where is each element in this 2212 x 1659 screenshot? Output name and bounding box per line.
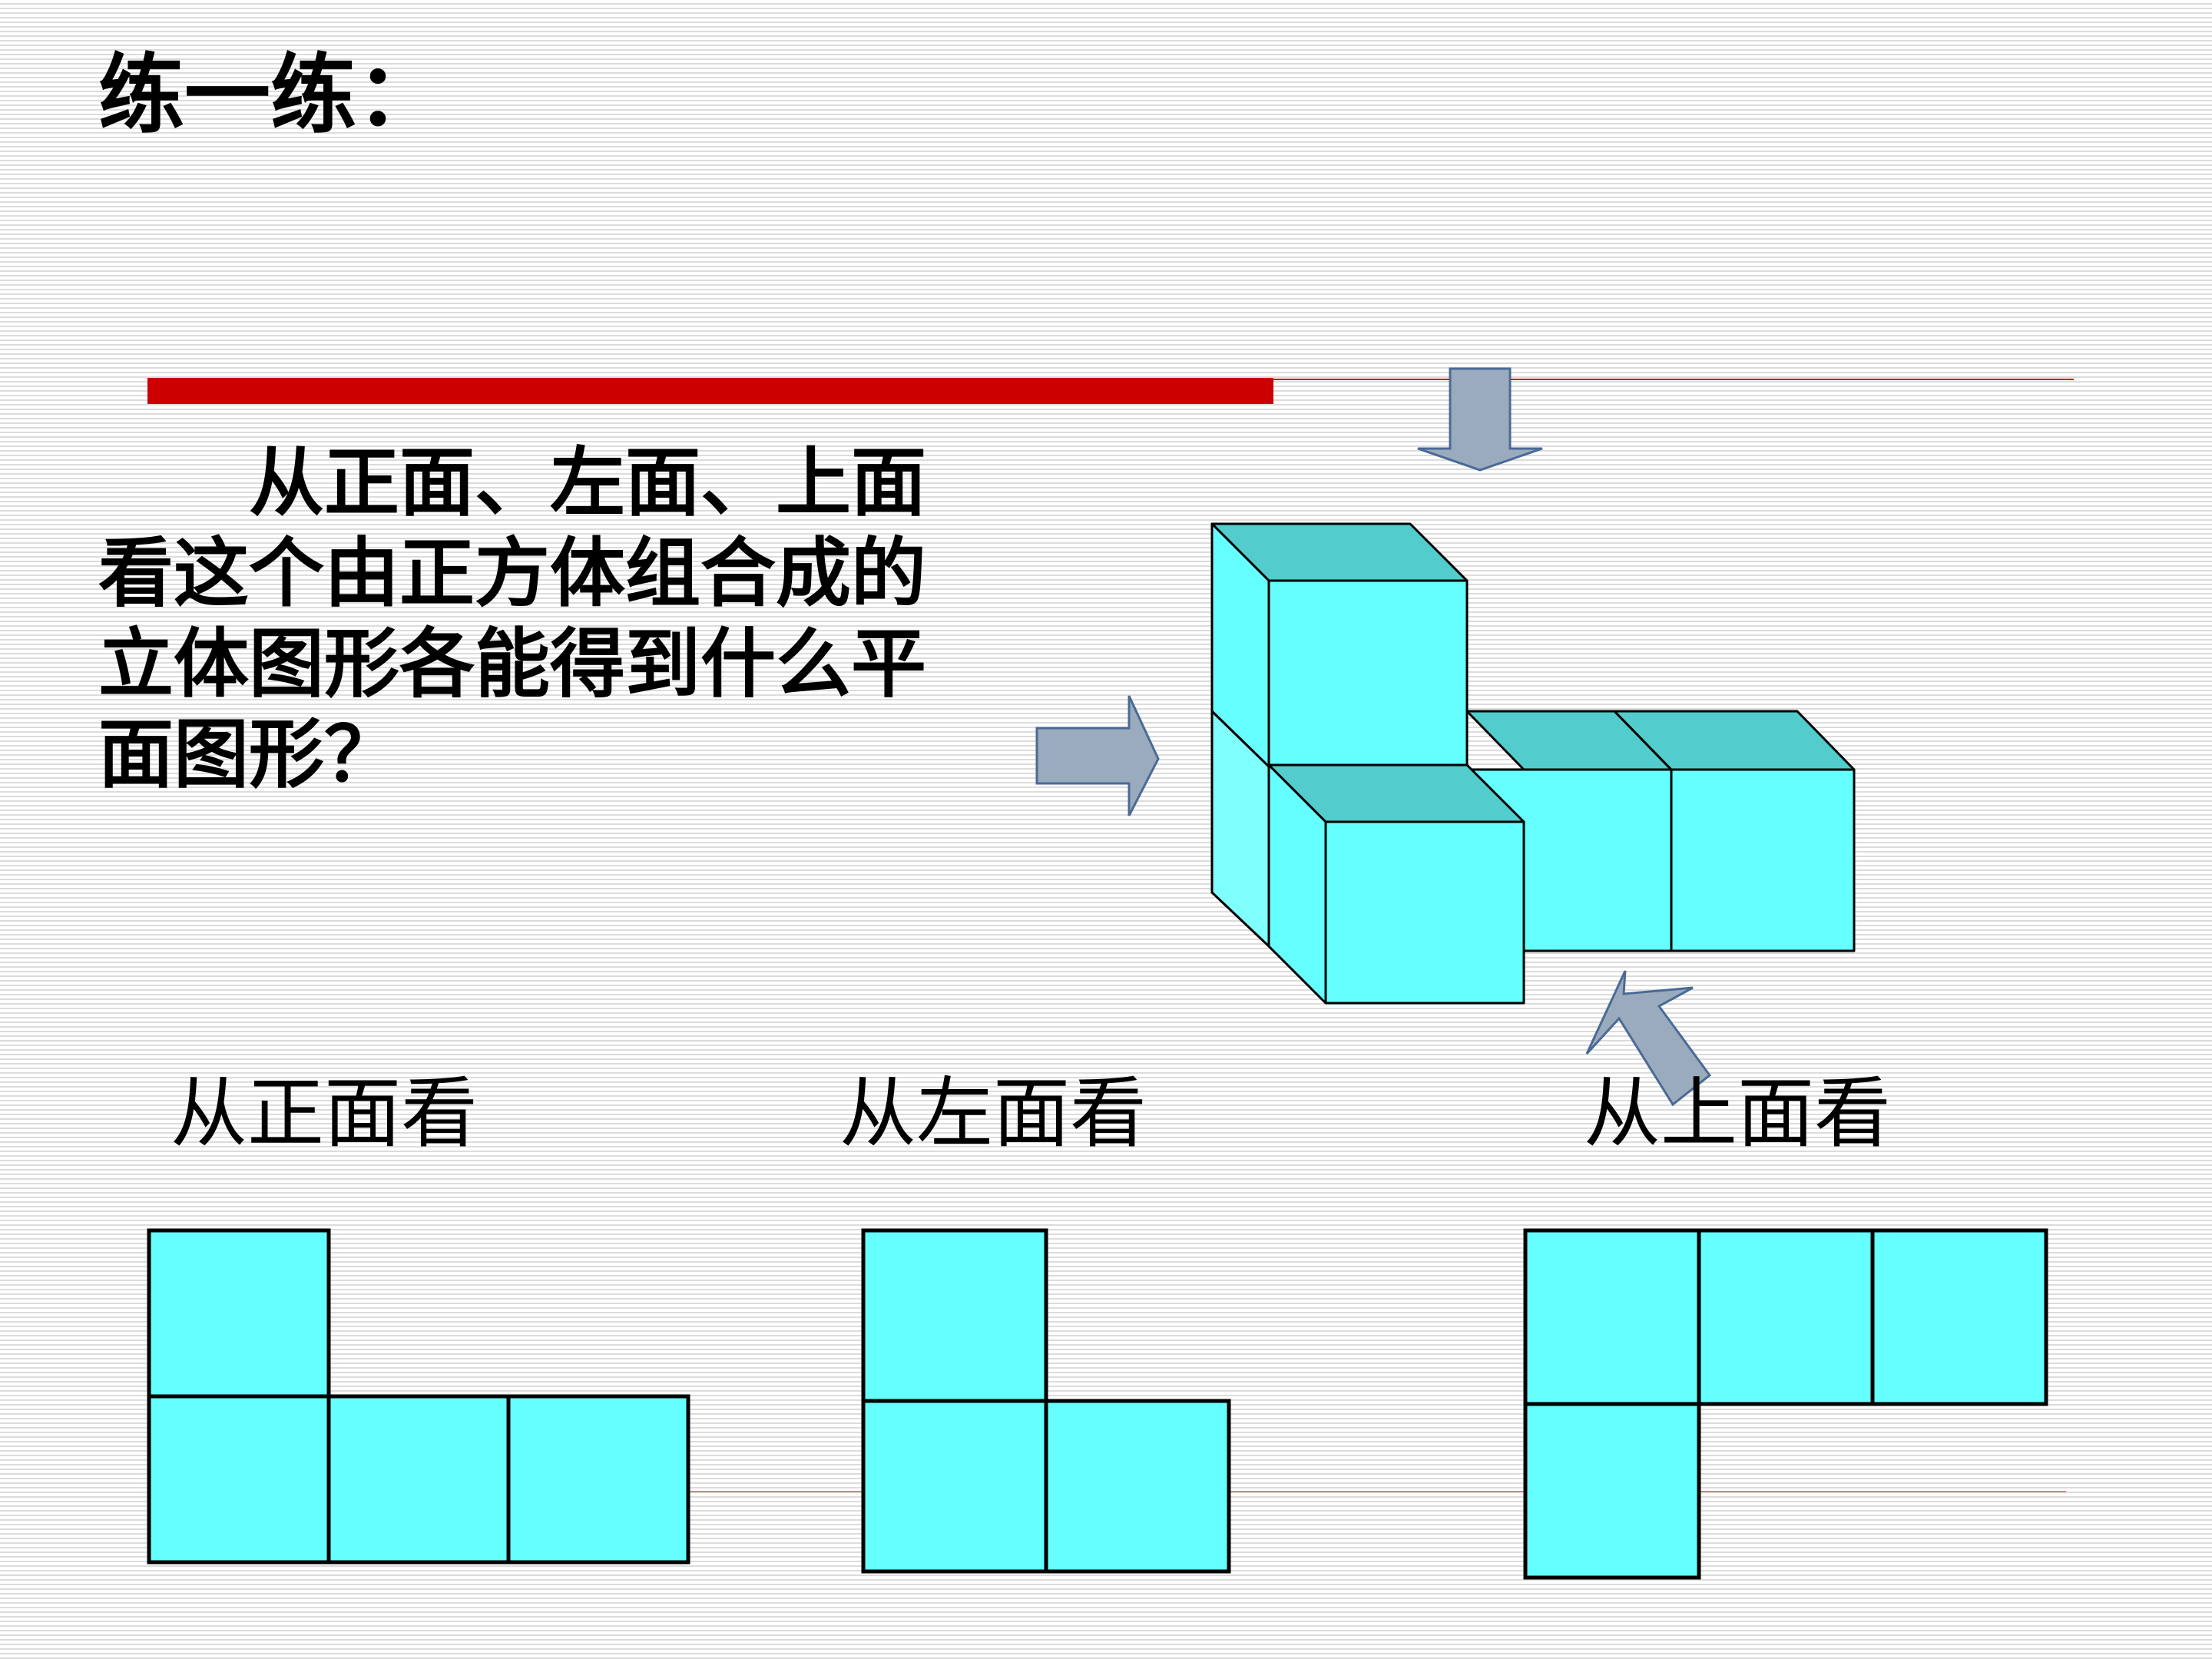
view-square [1697,1228,1875,1406]
accent-bar [147,378,1273,404]
slide-title: 练一练： [98,45,442,145]
view-square [1523,1228,1701,1406]
view-square [147,1394,331,1565]
arrow-right-icon [1035,695,1160,816]
front-view-label: 从正面看 [171,1068,478,1158]
cube-front-face [1670,768,1856,952]
cube-front-face [1324,820,1525,1005]
view-square [1523,1402,1701,1580]
view-square [1044,1399,1231,1574]
left-view-label: 从左面看 [839,1068,1147,1158]
arrow-up-left-icon [1585,970,1712,1107]
top-view-shape [1523,1228,2048,1580]
view-square [326,1394,511,1565]
view-square [861,1228,1048,1403]
view-square [147,1228,331,1399]
view-square [861,1399,1048,1574]
view-square [506,1394,690,1565]
cube-assembly [1210,522,1856,1005]
top-view-label: 从上面看 [1584,1068,1891,1158]
front-view-shape [147,1228,690,1565]
left-view-shape [861,1228,1231,1574]
view-square [1870,1228,2048,1406]
arrow-down-icon [1417,367,1543,472]
problem-text: 从正面、左面、上面看这个由正方体组合成的立体图形各能得到什么平面图形？ [98,439,927,799]
cube-front-face [1267,579,1469,768]
